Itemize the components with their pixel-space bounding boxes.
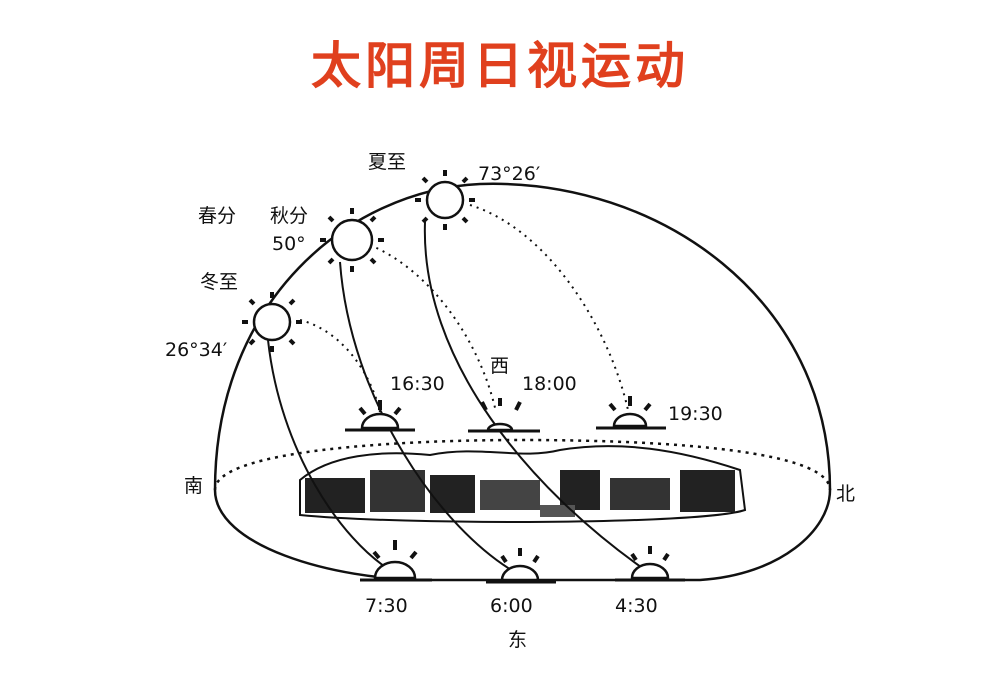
equinox-angle-label: 50° <box>272 233 306 255</box>
winter-angle-label: 26°34′ <box>165 339 227 361</box>
sunset-equinox-time: 18:00 <box>522 373 577 395</box>
sunrise-sun-icon <box>486 548 556 584</box>
horizon-back <box>213 438 832 491</box>
north-label: 北 <box>836 483 855 505</box>
summer-sunset-path <box>469 204 629 411</box>
winter-noon-sun-icon <box>242 292 302 352</box>
sunset-sun-icon <box>468 398 540 433</box>
sunset-sun-icon <box>345 400 415 432</box>
south-label: 南 <box>184 475 203 497</box>
sunset-summer-time: 19:30 <box>668 403 723 425</box>
summer-solstice-label: 夏至 <box>368 151 406 173</box>
equinox-sunset-path <box>369 244 497 413</box>
winter-sunset-path <box>299 319 381 413</box>
autumn-equinox-label: 秋分 <box>270 205 308 227</box>
summer-angle-label: 73°26′ <box>478 163 540 185</box>
sunset-winter-time: 16:30 <box>390 373 445 395</box>
sunrise-winter-time: 7:30 <box>365 595 408 617</box>
winter-sunrise-path <box>267 339 394 573</box>
east-label: 东 <box>508 629 527 651</box>
sunrise-equinox-time: 6:00 <box>490 595 533 617</box>
sunrise-sun-icon <box>360 540 432 582</box>
equinox-sunrise-path <box>339 261 519 575</box>
spring-equinox-label: 春分 <box>198 205 236 227</box>
west-label: 西 <box>490 355 509 377</box>
sunrise-summer-time: 4:30 <box>615 595 658 617</box>
equinox-noon-sun-icon <box>320 208 384 272</box>
winter-solstice-label: 冬至 <box>200 271 238 293</box>
landscape <box>299 445 747 523</box>
summer-noon-sun-icon <box>415 170 475 230</box>
summer-sunrise-path <box>423 221 649 573</box>
sunset-sun-icon <box>596 396 666 430</box>
page-title: 太阳周日视运动 <box>311 37 689 95</box>
celestial-dome <box>213 182 832 491</box>
sunrise-sun-icon <box>615 546 685 582</box>
